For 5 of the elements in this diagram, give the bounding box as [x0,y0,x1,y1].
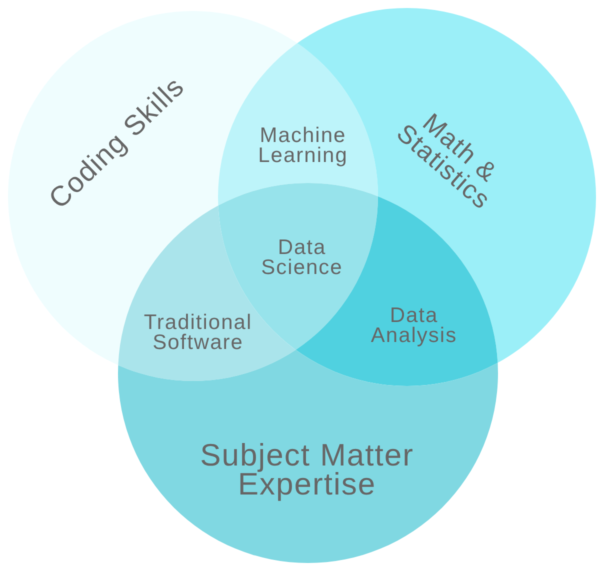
region-label: Traditional Software [144,313,252,353]
region-label: Data Science [261,238,343,278]
region-label: Machine Learning [258,126,348,166]
region-label: Data Analysis [370,306,458,346]
circle-label: Subject Matter Expertise [199,440,415,500]
